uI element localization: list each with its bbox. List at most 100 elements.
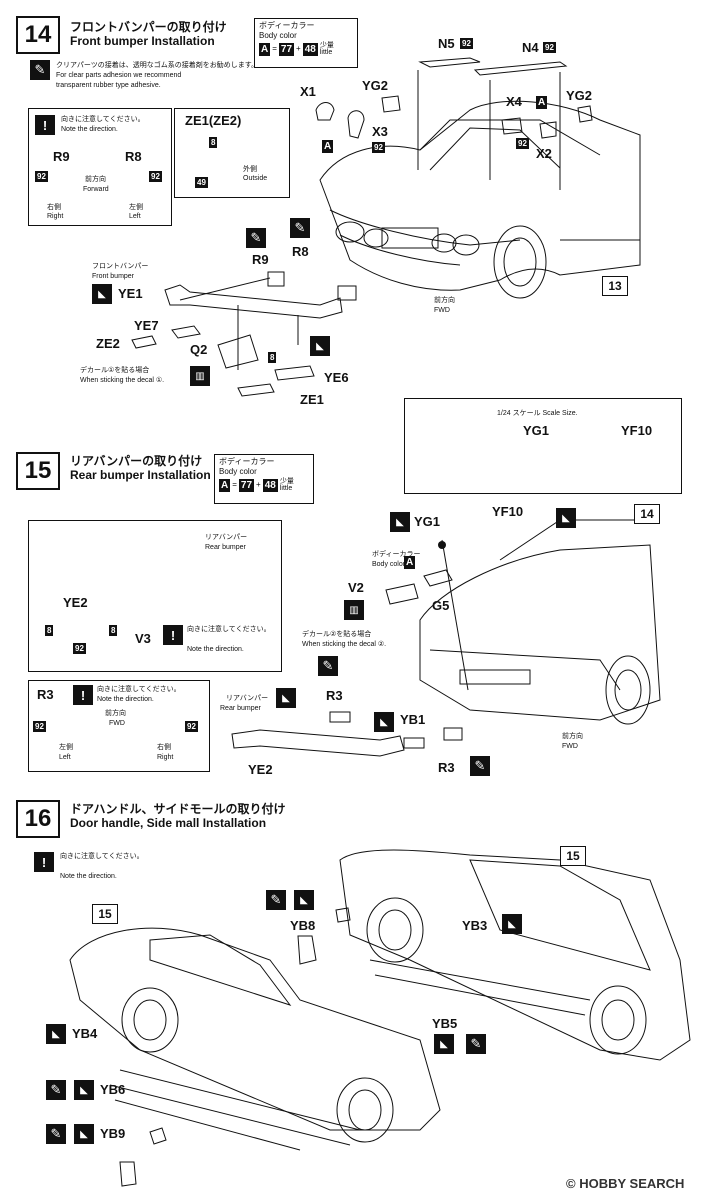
part-R9-main: R9 xyxy=(252,252,269,267)
clear-paint-icon-ye6: ◣ xyxy=(310,336,330,356)
part-R3-detail: R3 xyxy=(37,687,54,702)
decal1-en: When sticking the decal ①. xyxy=(80,377,165,384)
step-16-number: 16 xyxy=(16,800,60,838)
direction-icon-v3: ! xyxy=(163,625,183,645)
watermark-text: HOBBY SEARCH xyxy=(579,1176,685,1191)
r3-direction-box: R3 ! 向きに注意してください。 Note the direction. 92… xyxy=(28,680,210,772)
little-jp: 少量 xyxy=(319,42,334,49)
rear-bumper-jp-main: リアバンパー xyxy=(226,695,269,702)
clear-paint-icon-yg1: ◣ xyxy=(390,512,410,532)
right-jp: 右側 xyxy=(47,204,61,211)
paint-8-v3-left: 8 xyxy=(45,625,54,636)
part-YB9: YB9 xyxy=(100,1126,126,1141)
right-en: Right xyxy=(47,213,64,220)
step-15-title-jp: リアバンパーの取り付け xyxy=(70,454,203,468)
ze1-ze2-box: ZE1(ZE2) 8 49 外側 Outside xyxy=(174,108,290,198)
front-bumper-en: Front bumper xyxy=(92,273,135,280)
direction-note-box-14: ! 向きに注意してください。 Note the direction. R9 R8… xyxy=(28,108,172,226)
paint-92-x3: 92 xyxy=(372,142,385,153)
part-ZE1-ZE2: ZE1(ZE2) xyxy=(185,113,242,128)
clear-paint-icon-ye2: ◣ xyxy=(276,688,296,708)
color-a-icon-15: A xyxy=(219,478,231,492)
body-color-en: Body color xyxy=(259,31,297,40)
glue-icon: ✎ xyxy=(30,60,50,80)
rear-bumper-detail-box: リアバンパー Rear bumper YE2 8 8 92 V3 ! 向きに注意… xyxy=(28,520,282,672)
color-77-icon: 77 xyxy=(278,42,295,56)
fwd-en-14: FWD xyxy=(434,307,450,314)
part-YE1: YE1 xyxy=(118,286,143,301)
decal-icon-15: ▥ xyxy=(344,600,364,620)
decal2-jp: デカール②を貼る場合 xyxy=(302,631,372,638)
hobby-search-watermark: © HOBBY SEARCH xyxy=(566,1176,684,1191)
clear-paint-icon-yb5: ◣ xyxy=(434,1034,454,1054)
color-48-icon-15: 48 xyxy=(262,478,278,492)
rear-bumper-jp: リアバンパー xyxy=(205,534,248,541)
part-X2: X2 xyxy=(536,146,552,161)
fwd-jp-14: 前方向 xyxy=(434,297,455,304)
color-77-icon-15: 77 xyxy=(238,478,255,492)
left-en: Left xyxy=(129,213,141,220)
decal1-jp: デカール①を貼る場合 xyxy=(80,367,150,374)
plus-sign-15: + xyxy=(256,480,261,489)
glue-icon-yb9: ✎ xyxy=(46,1124,66,1144)
forward-en: Forward xyxy=(83,186,109,193)
part-ZE1: ZE1 xyxy=(300,392,324,407)
fwd-en-15: FWD xyxy=(562,743,578,750)
step-15-title-en: Rear bumper Installation xyxy=(70,468,211,482)
clear-paint-icon-yb8: ◣ xyxy=(294,890,314,910)
part-N4: N4 xyxy=(522,40,539,55)
part-N5: N5 xyxy=(438,36,455,51)
paint-8-v3-right: 8 xyxy=(109,625,118,636)
clear-paint-icon-yb4: ◣ xyxy=(46,1024,66,1044)
clear-paint-icon-yb1: ◣ xyxy=(374,712,394,732)
part-YB3: YB3 xyxy=(462,918,488,933)
direction-note-en: Note the direction. xyxy=(61,126,118,133)
left-jp-r3: 左側 xyxy=(59,744,73,751)
color-a-g5: A xyxy=(404,556,416,569)
part-R3-bottom: R3 xyxy=(438,760,455,775)
direction-jp-v3: 向きに注意してください。 xyxy=(187,626,271,633)
part-Q2: Q2 xyxy=(190,342,208,357)
direction-en-v3: Note the direction. xyxy=(187,646,244,653)
left-jp: 左側 xyxy=(129,204,143,211)
step-16-title-jp: ドアハンドル、サイドモールの取り付け xyxy=(70,802,286,816)
part-YG1-scale: YG1 xyxy=(523,423,550,438)
part-G5: G5 xyxy=(432,598,450,613)
ref-step-14: 14 xyxy=(634,504,660,524)
paint-92-n5: 92 xyxy=(460,38,473,49)
equals-sign: = xyxy=(272,44,277,53)
part-YB1: YB1 xyxy=(400,712,426,727)
little-en: little xyxy=(319,49,333,56)
clear-paint-icon-yf10: ◣ xyxy=(556,508,576,528)
direction-icon: ! xyxy=(35,115,55,135)
clear-paint-icon-yb3: ◣ xyxy=(502,914,522,934)
scale-note: 1/24 スケール Scale Size. xyxy=(497,410,578,417)
part-YB8: YB8 xyxy=(290,918,316,933)
part-R8: R8 xyxy=(125,149,142,164)
body-color-en-g5: Body color xyxy=(372,561,406,568)
plus-sign: + xyxy=(296,44,301,53)
paint-92-r9: 92 xyxy=(35,171,48,182)
direction-note-jp: 向きに注意してください。 xyxy=(61,116,145,123)
step-14-title-jp: フロントバンパーの取り付け xyxy=(70,20,227,34)
equals-sign-15: = xyxy=(232,480,237,489)
part-V2: V2 xyxy=(348,580,364,595)
glue-icon-r8: ✎ xyxy=(290,218,310,238)
paint-92-r3-left: 92 xyxy=(33,721,46,732)
part-X1: X1 xyxy=(300,84,316,99)
direction-icon-16: ! xyxy=(34,852,54,872)
fwd-jp-15: 前方向 xyxy=(562,733,583,740)
decal2-en: When sticking the decal ②. xyxy=(302,641,387,648)
color-a-x4: A xyxy=(536,96,548,109)
glue-icon-yb8: ✎ xyxy=(266,890,286,910)
body-color-jp-15: ボディーカラー xyxy=(219,457,275,466)
right-jp-r3: 右側 xyxy=(157,744,171,751)
paint-92-x2: 92 xyxy=(516,138,529,149)
direction-en-r3: Note the direction. xyxy=(97,696,154,703)
part-YB6: YB6 xyxy=(100,1082,126,1097)
part-R8-main: R8 xyxy=(292,244,309,259)
part-R3-top: R3 xyxy=(326,688,343,703)
part-YB5: YB5 xyxy=(432,1016,458,1031)
